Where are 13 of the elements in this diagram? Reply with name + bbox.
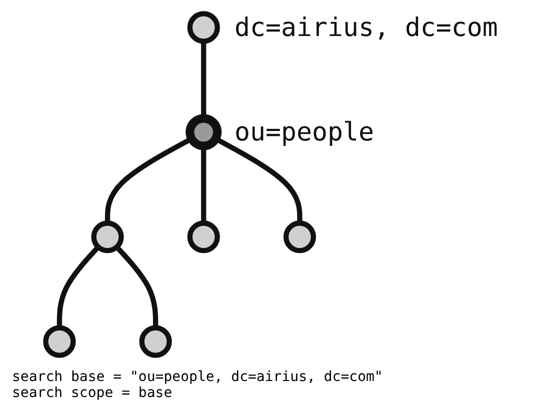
- node-circle: [186, 114, 222, 150]
- node-circle: [188, 220, 220, 254]
- node-label: ou=people: [234, 118, 374, 148]
- node-label: dc=airius, dc=com: [234, 13, 498, 44]
- node-circle: [44, 325, 76, 358]
- connector: [57, 245, 101, 328]
- note-text: search scope = base: [12, 385, 174, 401]
- note-text: search base = "ou=people, dc=airius, dc=com": [12, 369, 383, 385]
- node-circle: [188, 11, 220, 44]
- node-circle: [92, 220, 124, 254]
- node-circle: [284, 220, 316, 254]
- node-circle: [140, 325, 172, 358]
- connector: [115, 245, 159, 328]
